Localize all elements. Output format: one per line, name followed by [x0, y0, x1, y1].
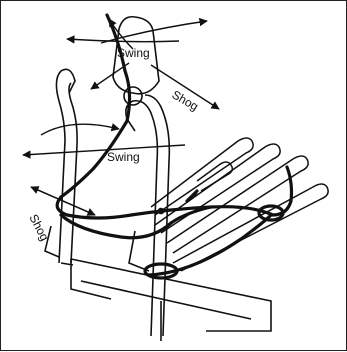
label-swing-mid: Swing [107, 150, 140, 164]
arrow-icon [41, 124, 119, 135]
sinker-teeth [151, 138, 328, 271]
arrow-icon [67, 39, 179, 42]
arrow-icon [91, 63, 129, 89]
label-swing-top: Swing [117, 46, 150, 60]
label-shog-top: Shog [170, 87, 201, 113]
label-shog-left: Shog [26, 212, 52, 243]
